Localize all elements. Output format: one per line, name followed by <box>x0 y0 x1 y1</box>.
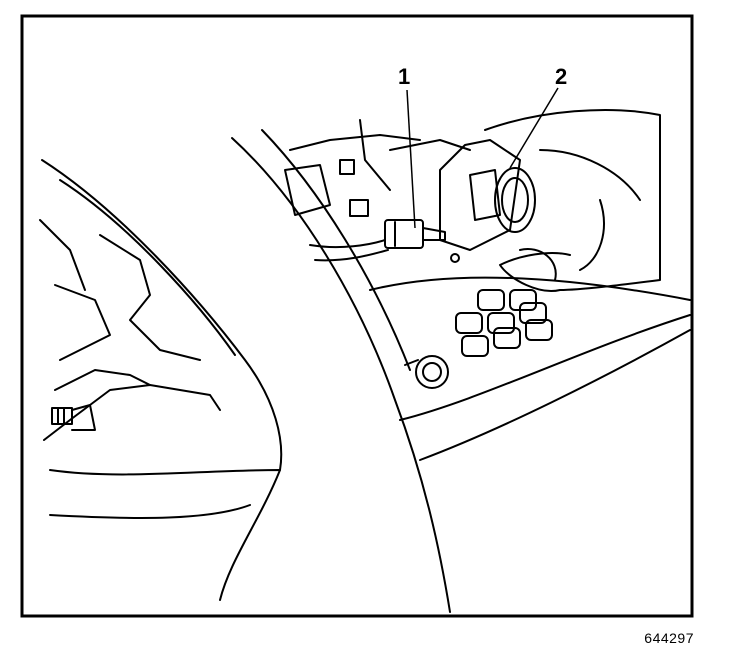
lock-cylinder <box>494 167 536 233</box>
callout-1-label: 1 <box>398 64 410 89</box>
column-housing <box>49 469 281 601</box>
switch-bank <box>455 289 553 357</box>
figure-border <box>20 14 694 618</box>
lock-housing <box>439 139 521 251</box>
callout-2-label: 2 <box>555 64 567 89</box>
steering-wheel-rim <box>41 159 283 471</box>
callout-1-leader <box>406 89 416 229</box>
figure-number: 644297 <box>644 630 694 646</box>
wire-harness <box>309 239 386 249</box>
line-art <box>39 109 691 613</box>
electrical-connector <box>384 219 424 249</box>
callout-2-leader <box>509 87 559 169</box>
screw <box>51 407 73 425</box>
hand <box>484 109 661 292</box>
panel-edge <box>231 137 451 613</box>
control-knob <box>415 355 449 389</box>
